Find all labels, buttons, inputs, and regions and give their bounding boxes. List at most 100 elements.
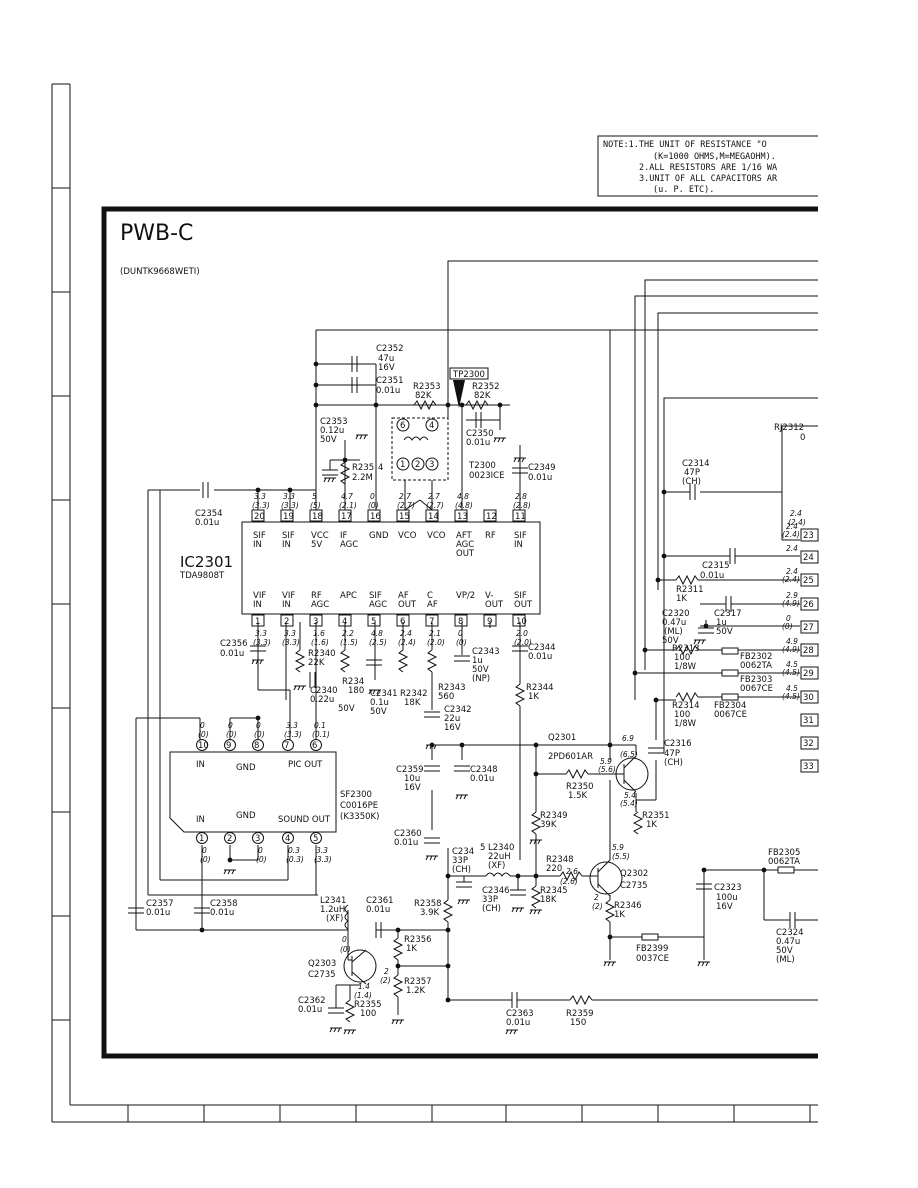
c2324-value: 0.47u <box>776 937 800 947</box>
ground-icon <box>343 1029 356 1035</box>
connector-pin-box <box>800 690 819 704</box>
ic-top-voltage-alt: (0) <box>368 501 379 510</box>
r2350-ref: R2350 <box>566 782 594 792</box>
t2300-transformer: 6 4 1 2 3 T2300 0023ICE <box>391 417 504 481</box>
fb2399-value: 0037CE <box>636 954 669 964</box>
sf-bottom-voltage: 0 <box>258 846 263 855</box>
r234-value: 180 <box>348 686 364 696</box>
junction-dot <box>395 927 401 933</box>
q2301-ref: Q2301 <box>548 733 576 743</box>
connector-pin-number: 28 <box>803 646 814 656</box>
ic-top-pin-name: SIF <box>514 531 527 541</box>
ic-top-voltage: 2.7 <box>428 492 440 501</box>
r2358-ref: R2358 <box>414 899 442 909</box>
r2353-value: 82K <box>415 391 432 401</box>
q2301-transistor <box>615 755 649 793</box>
r2345-ref: R2345 <box>540 886 568 896</box>
junction-dot <box>255 487 261 493</box>
junction-dot <box>459 742 465 748</box>
ground-icon <box>457 899 470 905</box>
ground-icon-hatch <box>429 744 433 750</box>
ic-bottom-pin-name: AF <box>427 600 438 610</box>
ground-icon-hatch <box>359 434 363 440</box>
ground-icon-hatch <box>701 961 705 967</box>
r2314-extra: 1/8W <box>674 719 697 729</box>
ic-bottom-voltage: 2.0 <box>516 629 528 638</box>
connector-pin-box <box>800 620 819 634</box>
ground-icon-hatch <box>497 437 501 443</box>
r2346-ref: R2346 <box>614 901 642 911</box>
q2301-vb: 5.9 <box>600 757 612 766</box>
fb2304-ref: FB2304 <box>714 701 746 711</box>
ground-icon-hatch <box>493 437 497 443</box>
junction-dots <box>199 361 767 1003</box>
pin4-label: 4 <box>378 463 383 473</box>
r2340-value: 22K <box>308 658 325 668</box>
ground-icon <box>511 907 524 913</box>
t2300-pin-3: 3 <box>429 460 434 470</box>
q2302-vb: 2.6 <box>566 867 578 876</box>
ic-top-voltage-alt: (4.8) <box>455 501 473 510</box>
ic-top-pin-number: 18 <box>312 512 323 522</box>
junction-dot <box>661 553 667 559</box>
q2302-ref: Q2302 <box>620 869 648 879</box>
c2353-extra: 50V <box>320 435 337 445</box>
ic-bottom-voltage: 1.6 <box>313 629 325 638</box>
r2349-value: 39K <box>540 820 557 830</box>
q2302-transistor <box>589 859 623 897</box>
ground-icon-hatch <box>611 961 615 967</box>
junction-dot <box>342 457 348 463</box>
sf-in-bottom: IN <box>196 815 205 825</box>
ground-icon-hatch <box>223 869 227 875</box>
c2341-ref: C2341 <box>370 689 398 699</box>
ground-icon <box>693 639 706 645</box>
sf2300-alt: (K3350K) <box>340 812 379 822</box>
ic-bottom-pin-name: OUT <box>398 600 417 610</box>
r2343-ref: R2343 <box>438 683 466 693</box>
c2317-extra: 50V <box>716 627 733 637</box>
sf2300-ref: SF2300 <box>340 790 372 800</box>
c2317-ref: C2317 <box>714 609 742 619</box>
sf-bottom-pin <box>310 832 322 844</box>
ic-bottom-pin-name: RF <box>311 591 322 601</box>
sf-bottom-pin-number: 2 <box>227 834 232 844</box>
ic-top-pin-name: GND <box>369 531 389 541</box>
r2311-ref: R2311 <box>676 585 704 595</box>
ground-icon <box>293 685 306 691</box>
connector-pin-number: 23 <box>803 531 814 541</box>
sf-bottom-voltage-alt: (0) <box>200 855 211 864</box>
c2340-value: 0.22u <box>310 695 334 705</box>
l2341-extra: (XF) <box>326 914 343 924</box>
ic-top-pin-number: 15 <box>399 512 410 522</box>
fb2305-ref: FB2305 <box>768 848 800 858</box>
ic-top-pin-box <box>280 509 294 522</box>
sf-bottom-voltage-alt: (0.3) <box>286 855 304 864</box>
c2314-extra: (CH) <box>682 477 701 487</box>
sf-bottom-voltage-alt: (3.3) <box>314 855 332 864</box>
c2356-value: 0.01u <box>220 649 244 659</box>
ground-icon-hatch <box>227 869 231 875</box>
board-title: PWB-C <box>120 221 193 246</box>
junction-dot <box>761 867 767 873</box>
c2346-value: 33P <box>482 895 498 905</box>
c2340-extra: 50V <box>338 704 355 714</box>
sf-top-pin-number: 9 <box>226 741 231 751</box>
c2324-ref: C2324 <box>776 928 804 938</box>
r2344-value: 1K <box>528 692 539 702</box>
ground-icon-hatch <box>521 457 525 463</box>
sf-wiring <box>135 490 349 960</box>
c2323-ref: C2323 <box>714 883 742 893</box>
fb2305-value: 0062TA <box>768 857 800 867</box>
sf-top-voltage-alt: (0) <box>226 730 237 739</box>
c2362-ref: C2362 <box>298 996 326 1006</box>
sf-bottom-pin-number: 5 <box>313 834 318 844</box>
sf-top-voltage-alt: (0.1) <box>312 730 330 739</box>
ground-icon-hatch <box>368 689 372 695</box>
c2324-extra2: (ML) <box>776 955 795 965</box>
junction-dot <box>533 771 539 777</box>
ic-top-pin-number: 19 <box>283 512 294 522</box>
component-labels: C2352 47u 16V C2351 0.01u R2353 82K R235… <box>146 344 805 1028</box>
sf-gnd-top: GND <box>236 763 256 773</box>
ic-bottom-voltage: 2.4 <box>400 629 412 638</box>
connector-voltage: 4.5 <box>786 684 798 693</box>
